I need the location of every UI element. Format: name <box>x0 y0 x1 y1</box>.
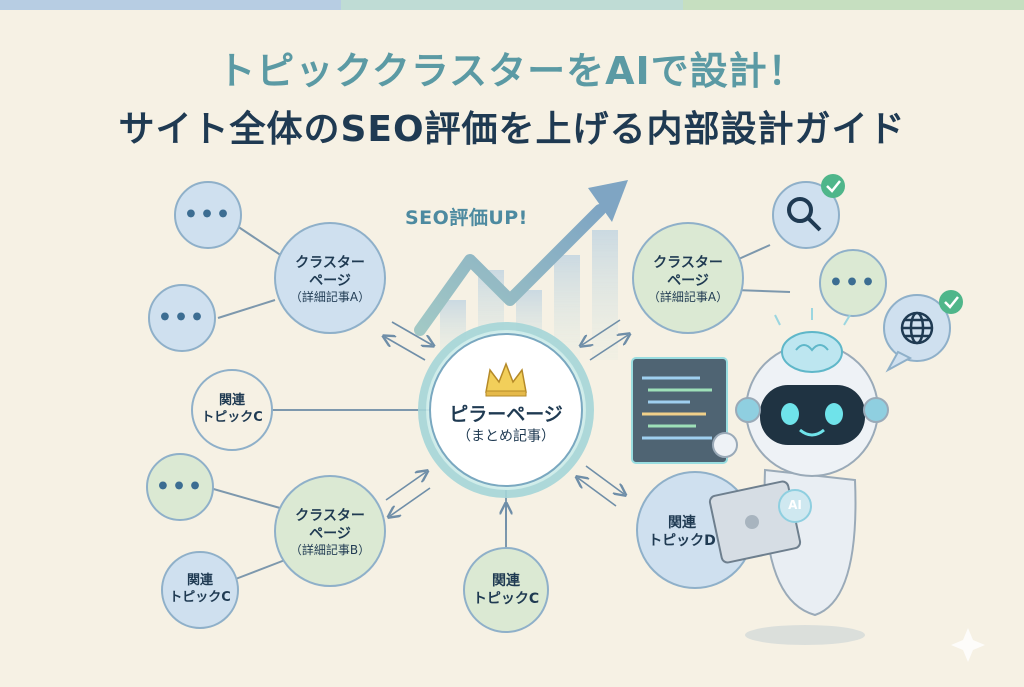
pillar-subtitle: （まとめ記事） <box>457 428 555 445</box>
related-bottom-left-line1: 関連 <box>186 573 214 589</box>
related-bottom-label: 関連 トピックC <box>473 572 539 608</box>
cluster-node-left-bottom <box>274 475 386 587</box>
cluster-node-right-top <box>632 222 744 334</box>
related-right-label: 関連 トピックD <box>648 514 716 550</box>
cluster-left-top-label: クラスター ページ （詳細記事A） <box>290 254 370 306</box>
cluster-right-top-line1: クラスター <box>653 255 723 272</box>
related-left-line2: トピックC <box>201 410 263 425</box>
link-arrows <box>385 319 628 530</box>
top-color-bar <box>0 0 1024 10</box>
placeholder-dots-2: ••• <box>157 305 207 331</box>
cluster-right-top-label: クラスター ページ （詳細記事A） <box>648 254 728 306</box>
pillar-title: ピラーページ <box>449 403 563 426</box>
page-title: トピッククラスターをAIで設計！ <box>217 49 807 93</box>
placeholder-dots-3: ••• <box>155 474 205 500</box>
placeholder-node-left-2 <box>148 284 216 352</box>
placeholder-node-left-3 <box>146 453 214 521</box>
cluster-node-left-top <box>274 222 386 334</box>
sparkle-icon <box>951 628 985 662</box>
related-right-line2: トピックD <box>648 533 716 549</box>
ai-robot-illustration <box>708 308 889 645</box>
cluster-right-top-line2: ページ <box>667 273 709 290</box>
pillar-node <box>429 333 583 487</box>
globe-icon <box>900 311 934 345</box>
cluster-left-top-line3: （詳細記事A） <box>289 290 371 305</box>
cluster-left-bottom-line2: ページ <box>309 526 351 543</box>
cluster-left-top-line1: クラスター <box>295 255 365 272</box>
placeholder-dots-1: ••• <box>183 202 233 228</box>
related-node-bottom <box>463 547 549 633</box>
related-bottom-left-line2: トピックC <box>169 590 231 605</box>
search-node <box>772 181 840 249</box>
seo-up-label: SEO評価UP! <box>405 207 528 229</box>
code-screen-icon <box>631 357 728 464</box>
related-right-line1: 関連 <box>668 514 696 531</box>
cluster-left-bottom-line3: （詳細記事B） <box>289 543 371 558</box>
related-bottom-left-label: 関連 トピックC <box>169 573 231 607</box>
cluster-left-top-line2: ページ <box>309 273 351 290</box>
check-icon <box>821 174 845 198</box>
related-bottom-line1: 関連 <box>492 572 520 589</box>
globe-bubble-tail <box>885 350 913 373</box>
placeholder-dots-4: ••• <box>828 270 878 296</box>
pillar-label: ピラーページ （まとめ記事） <box>449 403 563 446</box>
related-node-left <box>191 369 273 451</box>
related-left-label: 関連 トピックC <box>201 393 263 427</box>
check-icon-globe <box>939 290 963 314</box>
crown-icon <box>485 361 527 397</box>
related-left-line1: 関連 <box>218 393 246 409</box>
cluster-left-bottom-label: クラスター ページ （詳細記事B） <box>290 507 370 559</box>
cluster-left-bottom-line1: クラスター <box>295 508 365 525</box>
brain-icon <box>781 331 843 373</box>
placeholder-node-right <box>819 249 887 317</box>
search-icon <box>787 197 822 232</box>
related-bottom-line2: トピックC <box>472 591 540 607</box>
cluster-right-top-line3: （詳細記事A） <box>647 290 729 305</box>
related-node-bottom-left <box>161 551 239 629</box>
robot-ai-badge: AI <box>788 498 802 513</box>
page-subtitle: サイト全体のSEO評価を上げる内部設計ガイド <box>118 109 906 150</box>
placeholder-node-left-1 <box>174 181 242 249</box>
